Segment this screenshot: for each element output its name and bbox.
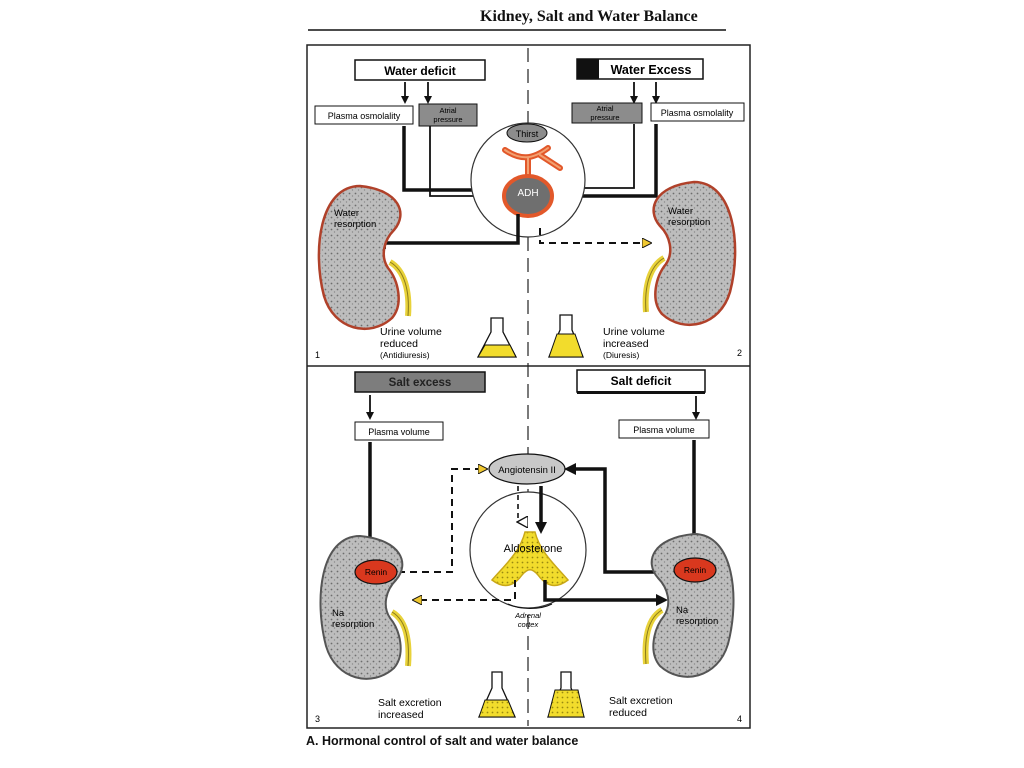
- kidney-panel-2: [642, 180, 737, 327]
- urine1-line2: reduced: [380, 338, 418, 350]
- excretion3-line2: increased: [378, 709, 424, 721]
- renin-panel-3: [354, 559, 398, 585]
- excretion4-line1: Salt excretion: [609, 695, 673, 707]
- plasma-osmolality-box-2: [650, 102, 745, 122]
- flask-panel-2: [548, 314, 584, 358]
- adrenal-gland: [490, 531, 570, 587]
- header-water-deficit: Water deficit: [384, 64, 456, 78]
- plasma-osmolality-label-2: Plasma osmolality: [661, 108, 734, 118]
- kidney2-label-b: resorption: [668, 217, 710, 228]
- kidney1-label-b: resorption: [334, 219, 376, 230]
- kidney4-label-b: resorption: [676, 616, 718, 627]
- kidney2-label-a: Water: [668, 206, 693, 217]
- thirst-center: [506, 123, 548, 143]
- panel-number-3: 3: [315, 714, 320, 724]
- kidney3-label-b: resorption: [332, 619, 374, 630]
- panel-number-2: 2: [737, 348, 742, 358]
- kidney-panel-1: [317, 184, 412, 331]
- header-salt-excess: Salt excess: [389, 377, 452, 389]
- atrial-label-1a: Atrial: [439, 106, 456, 115]
- header-salt-deficit: Salt deficit: [611, 374, 672, 388]
- urine2-line1: Urine volume: [603, 326, 665, 338]
- urine2-line2: increased: [603, 338, 649, 350]
- plasma-volume-box-3: [354, 421, 444, 441]
- atrial-label-2b: pressure: [590, 113, 619, 122]
- urine2-line3: (Diuresis): [603, 350, 640, 360]
- thirst-label: Thirst: [516, 129, 539, 139]
- renin-panel-4: [673, 557, 717, 583]
- atrial-pressure-box-1: [418, 103, 478, 127]
- atrial-label-2a: Atrial: [596, 104, 613, 113]
- kidney1-label-a: Water: [334, 208, 359, 219]
- adrenal-label-a: Adrenal: [514, 611, 541, 620]
- adrenal-label-b: cortex: [518, 620, 539, 629]
- panel-number-1: 1: [315, 350, 320, 360]
- posterior-pituitary: [502, 174, 554, 218]
- renin4-label: Renin: [684, 565, 706, 575]
- plasma-osmolality-label-1: Plasma osmolality: [328, 111, 401, 121]
- urine1-line1: Urine volume: [380, 326, 442, 338]
- panel-number-4: 4: [737, 714, 742, 724]
- excretion3-line1: Salt excretion: [378, 697, 442, 709]
- adh-label: ADH: [517, 188, 538, 199]
- kidney3-label-a: Na: [332, 608, 345, 619]
- page-title: Kidney, Salt and Water Balance: [480, 8, 698, 25]
- flask-panel-4: [546, 671, 586, 718]
- flask-panel-3: [477, 671, 517, 718]
- excretion4-line2: reduced: [609, 707, 647, 719]
- figure-frame: [306, 44, 751, 729]
- plasma-osmolality-box-1: [314, 105, 414, 125]
- kidney-panel-4: [642, 532, 735, 678]
- plasma-volume-label-3: Plasma volume: [368, 427, 430, 437]
- plasma-volume-box-4: [618, 419, 710, 439]
- header-water-deficit-box: [354, 59, 486, 81]
- atrial-pressure-box-2: [571, 102, 643, 124]
- aldosterone-label: Aldosterone: [504, 543, 563, 555]
- flask-panel-1: [476, 317, 518, 358]
- plasma-volume-label-4: Plasma volume: [633, 425, 695, 435]
- figure-caption: A. Hormonal control of salt and water ba…: [306, 734, 579, 748]
- urine1-line3: (Antidiuresis): [380, 350, 430, 360]
- kidney4-label-a: Na: [676, 605, 689, 616]
- angiotensin-label: Angiotensin II: [498, 465, 556, 476]
- renin3-label: Renin: [365, 567, 387, 577]
- header-salt-excess-box: [354, 371, 486, 393]
- atrial-label-1b: pressure: [433, 115, 462, 124]
- header-water-excess: Water Excess: [611, 63, 692, 77]
